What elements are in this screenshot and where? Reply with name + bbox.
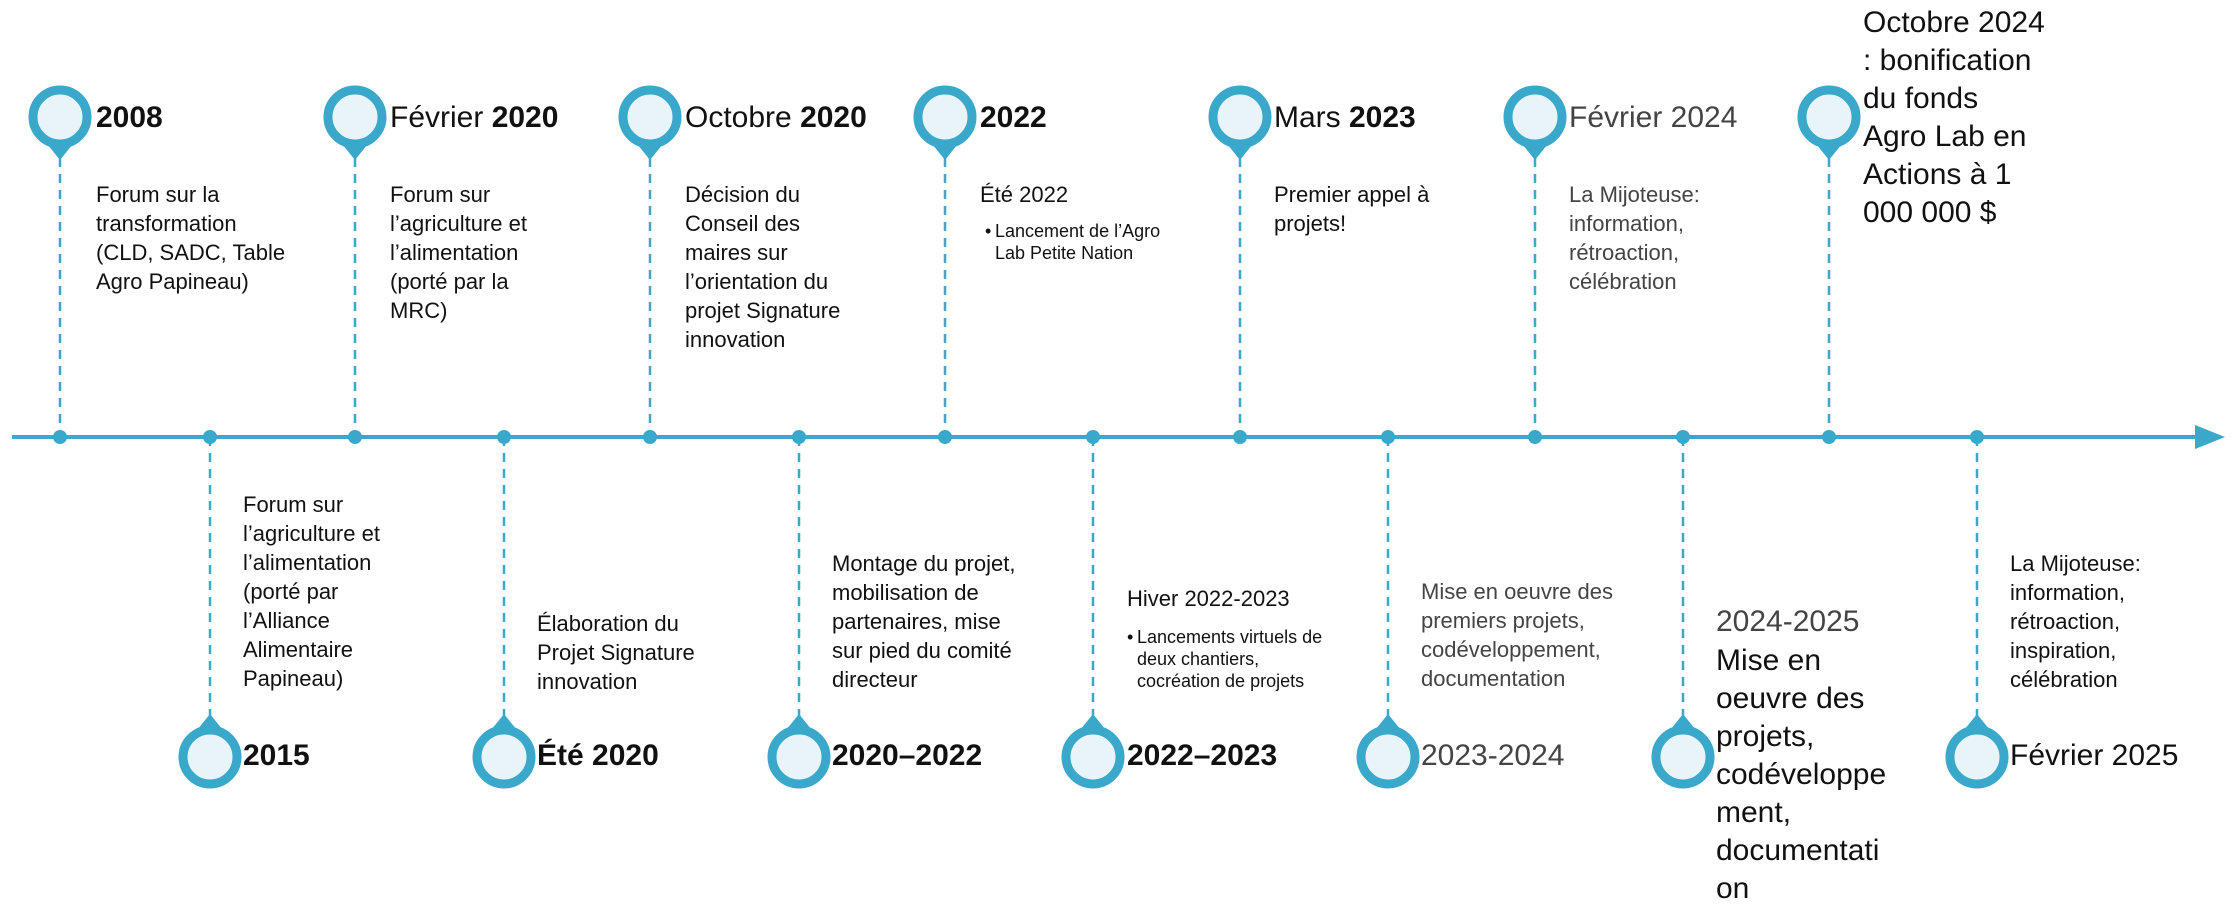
- event-feb-2025-desc: La Mijoteuse:information,rétroaction,ins…: [2010, 551, 2141, 692]
- event-feb-2024-desc: La Mijoteuse:information,rétroaction,cél…: [1569, 182, 1700, 294]
- bottom-pin-2-icon: [767, 725, 831, 789]
- event-2022-title: 2022: [980, 101, 1047, 134]
- bottom-pin-5-icon: [1651, 725, 1715, 789]
- event-2020-2022-title: 2020–2022: [832, 739, 983, 772]
- top-axis-dot-6: [1822, 430, 1836, 444]
- top-pin-1-icon: [323, 85, 387, 149]
- bottom-axis-dot-3: [1086, 430, 1100, 444]
- event-2022-2023-subtitle: Hiver 2022-2023: [1127, 586, 1290, 611]
- bottom-pin-4-icon: [1356, 725, 1420, 789]
- bottom-pin-0-icon: [178, 725, 242, 789]
- event-feb-2025-title: Février 2025: [2010, 739, 2179, 772]
- event-2022-2023-bullets: •Lancements virtuels de deux chantiers, …: [1127, 627, 1323, 691]
- top-pin-6-icon: [1797, 85, 1861, 149]
- bottom-axis-dot-1: [497, 430, 511, 444]
- event-2023-2024-title: 2023-2024: [1421, 739, 1565, 772]
- top-axis-dot-3: [938, 430, 952, 444]
- top-pin-4-icon: [1208, 85, 1272, 149]
- event-2024-2025-subtitle: 2024-2025: [1716, 605, 1860, 638]
- event-mar-2023-title: Mars 2023: [1274, 101, 1416, 134]
- bottom-pin-3-icon: [1061, 725, 1125, 789]
- top-pin-0-icon: [28, 85, 92, 149]
- event-oct-2020-title: Octobre 2020: [685, 101, 867, 134]
- bottom-axis-dot-4: [1381, 430, 1395, 444]
- event-feb-2024-title: Février 2024: [1569, 101, 1738, 134]
- event-feb-2020-title: Février 2020: [390, 101, 559, 134]
- top-axis-dot-2: [643, 430, 657, 444]
- bottom-pin-6-icon: [1945, 725, 2009, 789]
- bottom-axis-dot-0: [203, 430, 217, 444]
- top-pin-5-icon: [1503, 85, 1567, 149]
- top-pin-2-icon: [618, 85, 682, 149]
- bottom-axis-dot-2: [792, 430, 806, 444]
- event-2022-2023-title: 2022–2023: [1127, 739, 1278, 772]
- event-2015-title: 2015: [243, 739, 310, 772]
- timeline-arrow-head: [2195, 425, 2225, 449]
- top-axis-dot-1: [348, 430, 362, 444]
- top-axis-dot-0: [53, 430, 67, 444]
- event-2022-subtitle: Été 2022: [980, 182, 1069, 207]
- top-axis-dot-4: [1233, 430, 1247, 444]
- event-ete-2020-title: Été 2020: [537, 739, 659, 772]
- bottom-axis-dot-5: [1676, 430, 1690, 444]
- top-axis-dot-5: [1528, 430, 1542, 444]
- bottom-pin-1-icon: [472, 725, 536, 789]
- event-2008-title: 2008: [96, 101, 163, 134]
- top-pin-3-icon: [913, 85, 977, 149]
- bottom-axis-dot-6: [1970, 430, 1984, 444]
- event-2022-bullet: •Lancement de l’Agro Lab Petite Nation: [985, 221, 1161, 263]
